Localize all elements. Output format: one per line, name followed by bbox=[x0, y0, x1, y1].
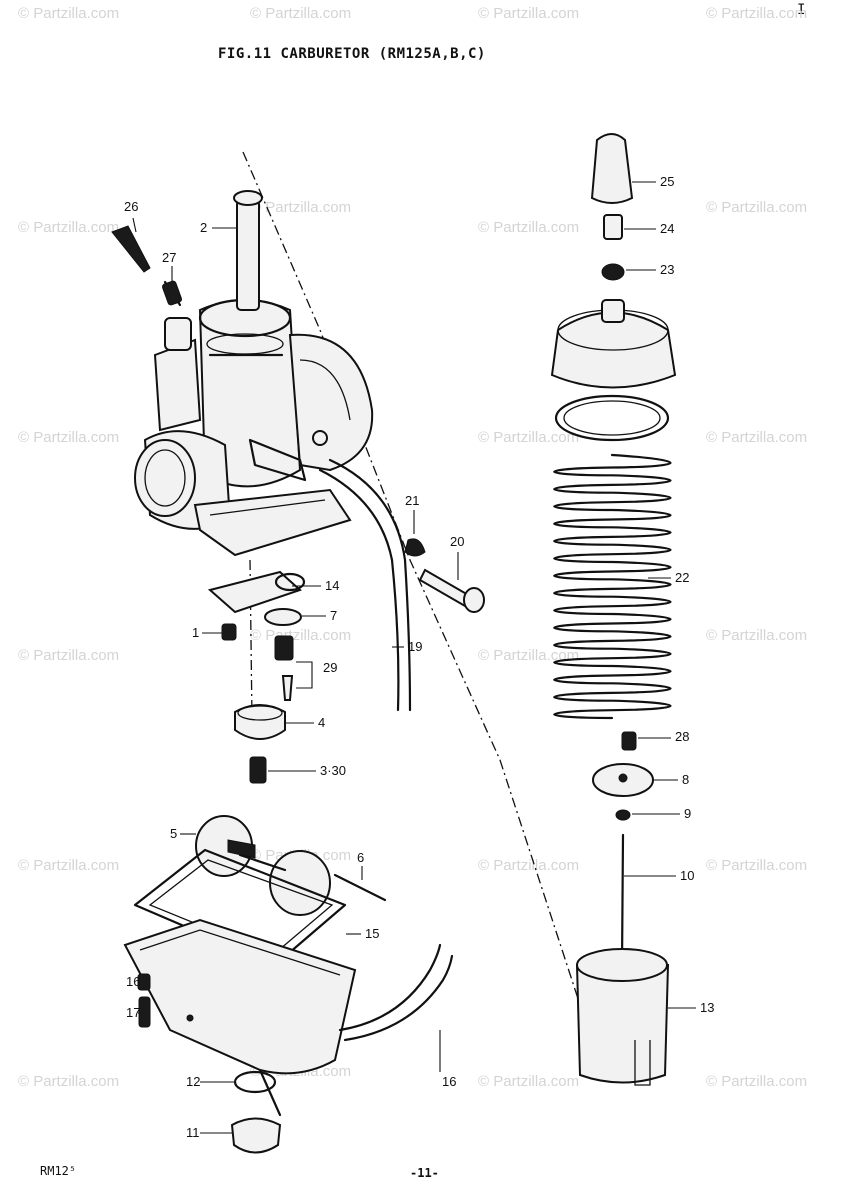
watermark: © Partzilla.com bbox=[250, 199, 351, 216]
callout-leader-29 bbox=[296, 661, 313, 689]
callout-label-16b: 16 bbox=[442, 1074, 456, 1089]
callout-label-21: 21 bbox=[405, 493, 419, 508]
callout-label-22: 22 bbox=[675, 570, 689, 585]
callout-label-11: 11 bbox=[186, 1125, 200, 1140]
watermark: © Partzilla.com bbox=[706, 199, 807, 216]
callout-label-15: 15 bbox=[365, 926, 379, 941]
bowl-gaskets bbox=[207, 570, 306, 626]
page-number: -11- bbox=[410, 1166, 439, 1180]
callout-label-29: 29 bbox=[323, 660, 337, 675]
callouts: 123·304567891011121314151616171920212223… bbox=[124, 174, 714, 1140]
callout-label-9: 9 bbox=[684, 806, 691, 821]
float-bowl bbox=[123, 918, 357, 1117]
watermark: © Partzilla.com bbox=[706, 627, 807, 644]
callout-label-24: 24 bbox=[660, 221, 674, 236]
baffle-ring bbox=[234, 704, 286, 740]
callout-label-26: 26 bbox=[124, 199, 138, 214]
callout-label-4: 4 bbox=[318, 715, 325, 730]
callout-label-6: 6 bbox=[357, 850, 364, 865]
watermark: © Partzilla.com bbox=[706, 429, 807, 446]
slide-spring bbox=[553, 453, 672, 720]
callout-label-20: 20 bbox=[450, 534, 464, 549]
watermark-layer: © Partzilla.com © Partzilla.com © Partzi… bbox=[18, 5, 807, 1090]
watermark: © Partzilla.com bbox=[250, 627, 351, 644]
cap-gasket bbox=[554, 394, 670, 442]
callout-label-16a: 16 bbox=[126, 974, 140, 989]
watermark: © Partzilla.com bbox=[478, 219, 579, 236]
callout-leader-26 bbox=[132, 217, 137, 233]
watermark: © Partzilla.com bbox=[18, 857, 119, 874]
spring-coil bbox=[553, 453, 672, 720]
callout-label-13: 13 bbox=[700, 1000, 714, 1015]
drain-plug bbox=[230, 1070, 282, 1154]
watermark: © Partzilla.com bbox=[478, 647, 579, 664]
corner-mark: I bbox=[797, 2, 806, 18]
model-code: RM12⁵ bbox=[40, 1164, 77, 1178]
callout-label-5: 5 bbox=[170, 826, 177, 841]
overflow-hose bbox=[318, 458, 412, 712]
watermark: © Partzilla.com bbox=[250, 5, 351, 22]
callout-label-3-30: 3·30 bbox=[320, 763, 346, 778]
callout-label-14: 14 bbox=[325, 578, 339, 593]
callout-label-28: 28 bbox=[675, 729, 689, 744]
callout-label-7: 7 bbox=[330, 608, 337, 623]
watermark: © Partzilla.com bbox=[18, 429, 119, 446]
main-jet bbox=[249, 756, 267, 784]
callout-label-1: 1 bbox=[192, 625, 199, 640]
callout-label-2: 2 bbox=[200, 220, 207, 235]
watermark: © Partzilla.com bbox=[478, 5, 579, 22]
watermark: © Partzilla.com bbox=[478, 429, 579, 446]
callout-label-17: 17 bbox=[126, 1005, 140, 1020]
watermark: © Partzilla.com bbox=[18, 5, 119, 22]
watermark: © Partzilla.com bbox=[478, 857, 579, 874]
watermark: © Partzilla.com bbox=[478, 1073, 579, 1090]
drain-hose bbox=[338, 943, 454, 1042]
watermark: © Partzilla.com bbox=[18, 219, 119, 236]
callout-label-19: 19 bbox=[408, 639, 422, 654]
carburetor-body bbox=[134, 298, 374, 557]
watermark: © Partzilla.com bbox=[706, 857, 807, 874]
needle-clip-assembly bbox=[592, 731, 654, 967]
air-screw bbox=[111, 225, 182, 307]
callout-label-27: 27 bbox=[162, 250, 176, 265]
watermark: © Partzilla.com bbox=[18, 1073, 119, 1090]
jets-and-needle-valve bbox=[221, 623, 294, 701]
callout-label-8: 8 bbox=[682, 772, 689, 787]
callout-label-25: 25 bbox=[660, 174, 674, 189]
watermark: © Partzilla.com bbox=[18, 647, 119, 664]
throttle-stop-screw bbox=[404, 538, 485, 613]
callout-label-10: 10 bbox=[680, 868, 694, 883]
callout-label-23: 23 bbox=[660, 262, 674, 277]
float-assembly bbox=[195, 815, 331, 916]
watermark: © Partzilla.com bbox=[706, 5, 807, 22]
watermark: © Partzilla.com bbox=[706, 1073, 807, 1090]
figure-title: FIG.11 CARBURETOR (RM125A,B,C) bbox=[218, 46, 486, 62]
cable-adjuster bbox=[233, 190, 263, 311]
top-cap-assembly bbox=[550, 133, 677, 389]
bowl-screws bbox=[137, 973, 151, 1028]
callout-label-12: 12 bbox=[186, 1074, 200, 1089]
float-pin bbox=[333, 873, 387, 902]
throttle-slide bbox=[575, 948, 670, 1086]
